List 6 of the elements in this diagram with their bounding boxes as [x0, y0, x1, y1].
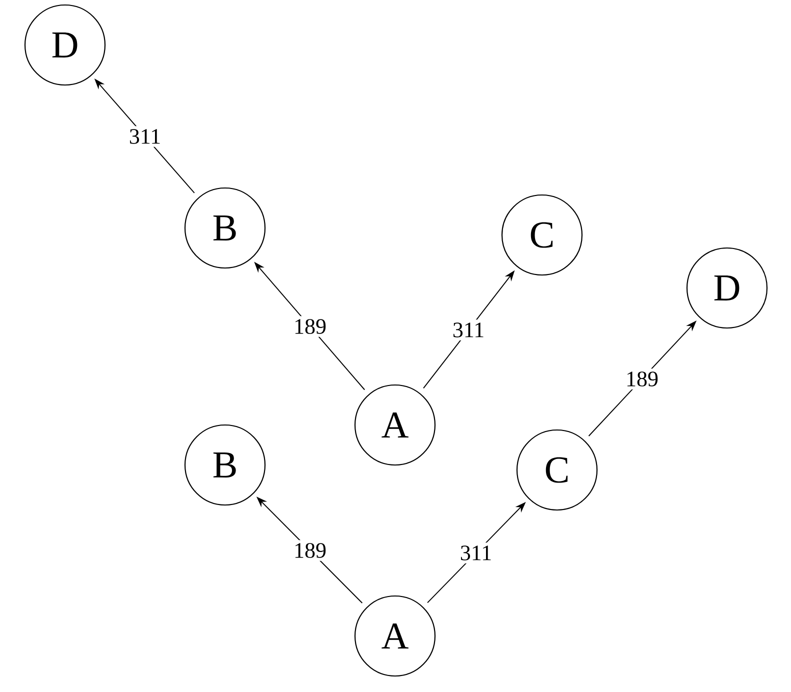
- edge-label: 189: [290, 316, 330, 337]
- edge-label: 189: [622, 368, 662, 390]
- edge-label: 311: [456, 542, 496, 564]
- edge-label: 311: [126, 126, 164, 147]
- edge-label: 189: [290, 540, 330, 561]
- edge-label: 311: [449, 320, 488, 340]
